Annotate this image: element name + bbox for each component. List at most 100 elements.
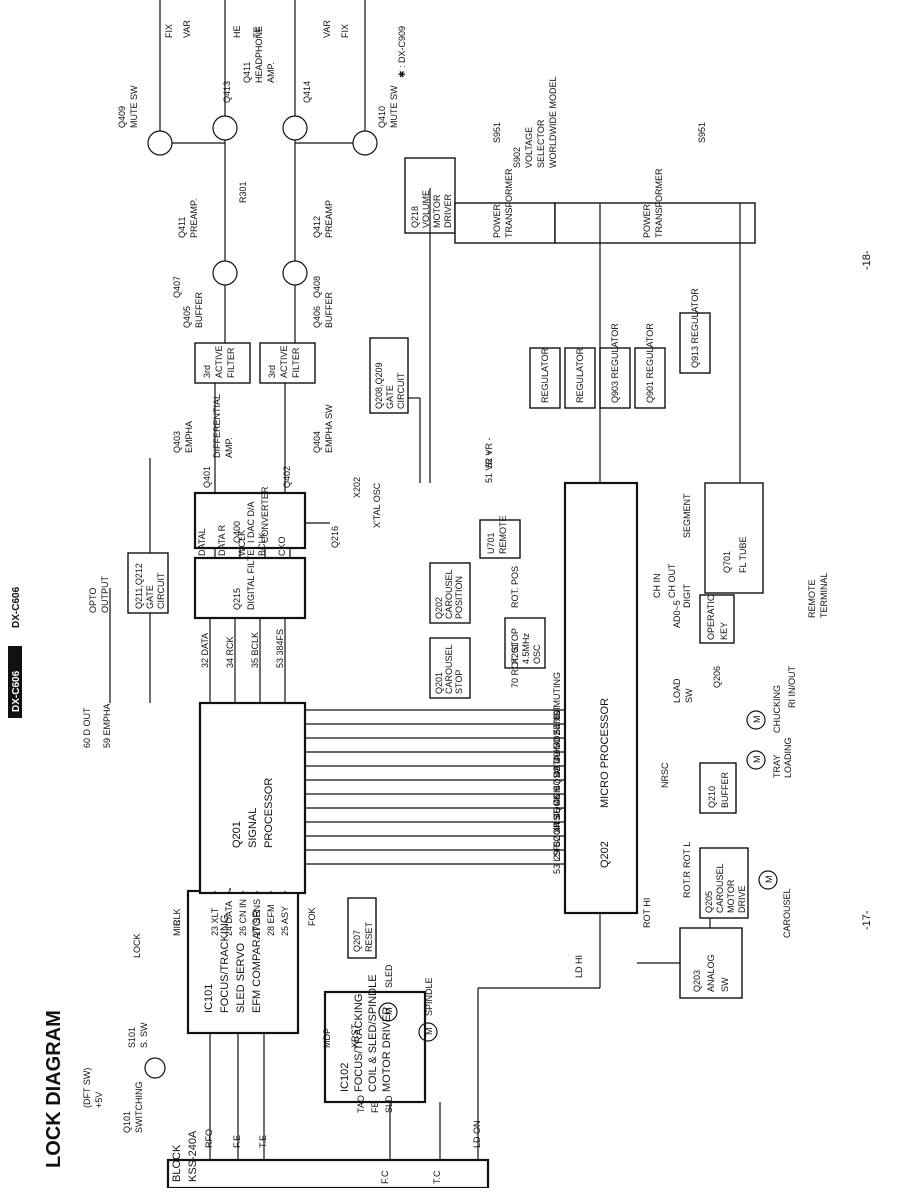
q409-l2: MUTE SW: [129, 85, 139, 128]
bus-signal-label: 49 MD2: [552, 730, 562, 762]
bus-signal-label: 45 FOK: [552, 787, 562, 818]
x202-label: X202: [352, 477, 362, 498]
bus-signal-label: 54 XLT: [552, 705, 562, 734]
ic102-line4: MOTOR DRIVER: [381, 1007, 393, 1092]
q210-block: [699, 762, 737, 814]
q202-position-det: [429, 562, 471, 624]
q405-l1: Q405: [182, 306, 192, 328]
q206-label: Q206: [712, 666, 722, 688]
q218-l2: VOLUME: [421, 190, 431, 228]
he-label: HE: [232, 25, 242, 38]
q401-label: Q401: [202, 466, 212, 488]
q410-mute-sw: [352, 130, 378, 156]
u701-remote-sensor: [479, 519, 521, 559]
afl-l1: 3rd: [202, 365, 212, 378]
reg3: Q903 REGULATOR: [610, 323, 620, 403]
dac-signal-label: CKO: [277, 536, 287, 556]
rfo-label: RFO: [204, 1129, 214, 1148]
rot-r-label: ROT.R: [682, 870, 692, 898]
hp-l3: AMP.: [266, 62, 276, 83]
q201-pin-label: 23 XLT: [210, 907, 220, 936]
q101-sub: SWITCHING: [134, 1082, 144, 1134]
regulator-q901: [634, 347, 666, 409]
q203-l2: ANALOG: [706, 954, 716, 992]
filter-signal-label: 32 DATA: [200, 633, 210, 668]
q208-gate-circuit: [369, 337, 409, 414]
footnote: ✱ : DX-C909: [397, 26, 407, 78]
q411a-l2: PREAMP.: [189, 199, 199, 238]
pt1-l1: POWER: [492, 203, 502, 238]
afr-l2: ACTIVE: [279, 345, 289, 378]
spindle-m: M: [424, 1028, 434, 1036]
dac-signal-label: DATAL: [197, 528, 207, 556]
s101-sub: S. SW: [139, 1022, 149, 1048]
q400-l1: Q400: [232, 521, 242, 543]
pt2-l1: POWER: [642, 203, 652, 238]
page-title: LOCK DIAGRAM: [43, 1010, 65, 1168]
q701-fl-tube: [704, 482, 764, 594]
q203-l1: Q203: [692, 970, 702, 992]
tray-sub: LOADING: [783, 737, 793, 778]
q215-l2: DIGITAL FILTER: [246, 543, 256, 610]
empha-label: 59 EMPHA: [102, 703, 112, 748]
s902-l3: SELECTOR: [536, 119, 546, 168]
nrsc-label: NRSC: [660, 762, 670, 788]
var-label-r: VAR: [322, 20, 332, 38]
q400-dac: [193, 491, 307, 550]
pos1-l2: CAROUSEL: [444, 644, 454, 694]
bus-signal-label: 48 CLK: [552, 746, 562, 776]
tc-label: T.C: [432, 1170, 442, 1184]
reg4: Q901 REGULATOR: [645, 323, 655, 403]
ld-on-label: LD ON: [472, 1120, 482, 1148]
q205-l1: Q205: [704, 891, 714, 913]
mdp-label: MDP: [322, 1028, 332, 1048]
q404-l2: EMPHA SW: [324, 404, 334, 453]
q414-l1: Q414: [302, 81, 312, 103]
kss-label: KSS-240A: [187, 1130, 199, 1182]
clk-label: CLK: [172, 908, 182, 926]
pt2-l2: TRANSFORMER: [654, 168, 664, 238]
fe-label: F.E: [232, 1135, 242, 1148]
te-label: T.E: [258, 1135, 268, 1148]
filter-signal-label: 35 BCLK: [250, 632, 260, 668]
afl-l2: ACTIVE: [214, 345, 224, 378]
tao-label: TAO: [356, 1095, 366, 1113]
opkey-l2: KEY: [719, 622, 729, 640]
q201-block: [198, 701, 307, 895]
xrst-label: XRST: [350, 1023, 360, 1048]
q405-l2: BUFFER: [194, 291, 204, 328]
q410-l2: MUTE SW: [389, 85, 399, 128]
ic102-block: [323, 990, 427, 1104]
hp-l2: HEADPHONE: [254, 26, 264, 83]
q210-l2: BUFFER: [720, 771, 730, 808]
x201-osc: [504, 617, 546, 669]
q413-l1: Q413: [222, 81, 232, 103]
q207-label: Q207: [352, 930, 362, 952]
q408-mute-sw: [282, 260, 308, 286]
ch-in-label: CH IN: [652, 574, 662, 599]
bus-signal-label: 32 XRST: [552, 809, 562, 846]
q202-label: Q202: [599, 841, 611, 868]
diff-l2: AMP.: [224, 437, 234, 458]
ic102-line3: COIL & SLED/SPINDLE: [367, 974, 379, 1092]
q202-block: [563, 481, 639, 915]
model-badge-bg: [8, 646, 22, 718]
q201-pin-label: 24 DATA: [224, 901, 234, 936]
q406-l1: Q406: [312, 306, 322, 328]
q402-label: Q402: [282, 466, 292, 488]
lock-label: LOCK: [132, 933, 142, 958]
regulator-2: [564, 347, 596, 409]
te-label-hp: TE: [252, 26, 262, 38]
q409-mute-sw: [147, 130, 173, 156]
afr-l1: 3rd: [267, 365, 277, 378]
q201-stop-position: [429, 637, 471, 699]
opkey-l1: OPERATION: [706, 588, 716, 640]
sled-motor: [378, 1002, 398, 1022]
q201-line3: PROCESSOR: [263, 778, 275, 848]
ic102-line1: IC102: [339, 1063, 351, 1092]
mir-label: MIR: [172, 919, 182, 936]
